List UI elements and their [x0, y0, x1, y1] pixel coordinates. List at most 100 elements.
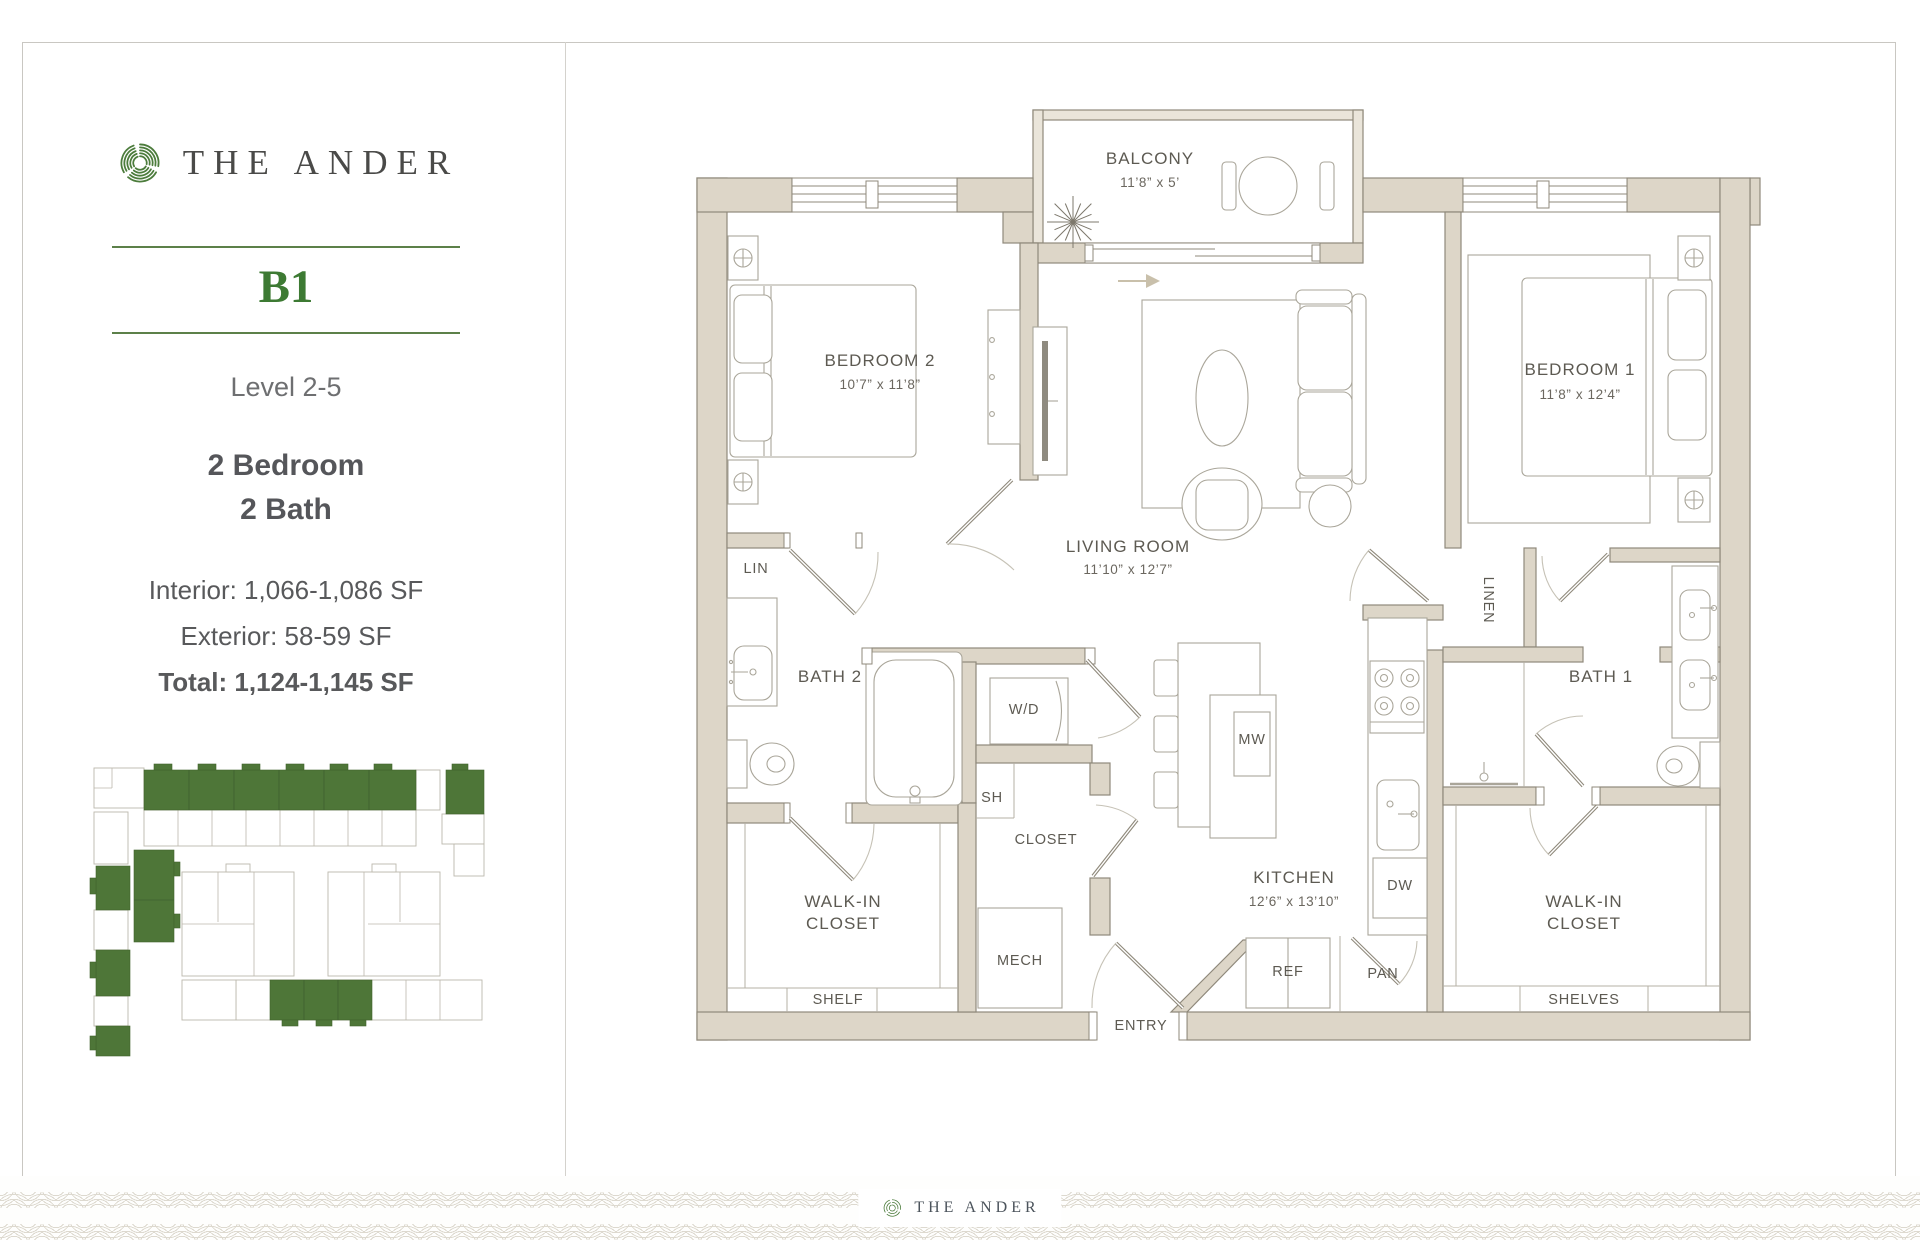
bedroom2-dims: 10’7” x 11’8”: [839, 377, 920, 392]
sidebar-divider: [565, 42, 566, 1176]
shelves-label: SHELVES: [1548, 992, 1619, 1008]
pan-label: PAN: [1367, 966, 1398, 982]
bedroom1-furniture: [1467, 235, 1713, 524]
living-room-furniture: [1032, 289, 1367, 541]
utility-column: [976, 677, 1069, 1009]
bedroom1-dims: 11’8” x 12’4”: [1539, 387, 1620, 402]
bed: [729, 284, 917, 458]
plan-code: B1: [258, 261, 314, 313]
brand-lockup: THE ANDER: [80, 136, 492, 190]
kitchen-fixtures: [1153, 617, 1428, 1012]
bath1-label: BATH 1: [1569, 667, 1633, 686]
divider-rule-top: [112, 246, 460, 248]
pillow: [733, 372, 773, 442]
level-range: Level 2-5: [230, 372, 342, 402]
bar-stool: [1153, 659, 1179, 697]
dw-label: DW: [1387, 878, 1413, 894]
living-room-dims: 11’10” x 12’7”: [1083, 562, 1172, 577]
ref-label: REF: [1272, 964, 1303, 980]
lin-label: LIN: [744, 561, 769, 577]
shelf-label: SHELF: [813, 992, 864, 1008]
site-map: [89, 763, 485, 1057]
mw-label: MW: [1238, 732, 1265, 748]
entry-label: ENTRY: [1115, 1018, 1168, 1034]
toilet-tank: [726, 739, 748, 789]
plant-icon: [1047, 196, 1099, 248]
side-table: [1308, 484, 1352, 528]
window-mullion: [865, 180, 879, 209]
pillow: [733, 294, 773, 364]
decorative-footer-band: THE ANDER: [0, 1176, 1920, 1240]
wic-left-label-2: CLOSET: [806, 914, 880, 933]
plan-info-sidebar: THE ANDER B1 Level 2-5 2 Bedroom 2 Bath …: [80, 0, 492, 1064]
toilet: [1656, 745, 1700, 787]
living-room-label: LIVING ROOM: [1066, 537, 1190, 556]
sofa-cushion: [1297, 391, 1353, 477]
balcony-dims: 11’8” x 5’: [1120, 175, 1180, 190]
bar-stool: [1153, 771, 1179, 809]
sh-label: SH: [981, 790, 1003, 806]
bedroom2-label: BEDROOM 2: [824, 351, 935, 370]
patio-chair: [1319, 161, 1335, 211]
wic-left-label-1: WALK-IN: [804, 892, 881, 911]
floor-plan: BALCONY 11’8” x 5’ BEDROOM 2 10’7” x 11’…: [696, 109, 1761, 1041]
patio-table: [1238, 156, 1298, 216]
direction-arrow-icon: [1118, 274, 1160, 288]
linen-label: LINEN: [1480, 577, 1496, 624]
wd-label: W/D: [1009, 702, 1040, 718]
doors: [783, 478, 1610, 1041]
balcony-furniture: [1047, 156, 1335, 248]
footer-brand-lockup: THE ANDER: [858, 1189, 1062, 1227]
kitchen-dims: 12’6” x 13’10”: [1249, 894, 1339, 909]
mech-unit: [977, 907, 1063, 1009]
coffee-table: [1195, 349, 1249, 447]
shower-head-icon: [1479, 772, 1489, 782]
tv-icon: [1042, 341, 1048, 461]
ander-logo-icon: [120, 143, 160, 183]
room-labels: BALCONY 11’8” x 5’ BEDROOM 2 10’7” x 11’…: [744, 149, 1635, 1034]
interior-sf: Interior: 1,066-1,086 SF: [148, 575, 424, 605]
sofa-arm: [1295, 289, 1353, 305]
pillow: [1667, 369, 1707, 441]
bedroom2-furniture: [727, 235, 1021, 505]
bath-count: 2 Bath: [240, 493, 332, 526]
brand-wordmark: THE ANDER: [182, 143, 460, 182]
balcony-sliding-door: [1084, 242, 1321, 264]
toilet-tank: [1699, 741, 1721, 789]
sink: [733, 645, 773, 701]
windows: [791, 177, 1628, 264]
site-map-highlighted-units: [89, 763, 485, 1057]
total-sf: Total: 1,124-1,145 SF: [158, 667, 414, 697]
washer-dryer: [989, 677, 1069, 745]
sofa-cushion: [1297, 305, 1353, 391]
pillow: [1667, 289, 1707, 361]
stove: [1369, 660, 1425, 734]
exterior-sf: Exterior: 58-59 SF: [180, 621, 392, 651]
balcony-walls: [1032, 109, 1364, 244]
bedroom1-label: BEDROOM 1: [1524, 360, 1635, 379]
dishwasher: [1372, 857, 1428, 919]
dresser: [987, 309, 1021, 445]
footer-brand-text: THE ANDER: [914, 1199, 1040, 1216]
bath2-label: BATH 2: [798, 667, 862, 686]
bathtub: [865, 651, 963, 806]
mech-label: MECH: [997, 953, 1043, 969]
microwave: [1233, 711, 1271, 777]
bedroom-count: 2 Bedroom: [207, 449, 365, 482]
kitchen-label: KITCHEN: [1253, 868, 1335, 887]
bed: [1521, 277, 1713, 477]
bar-stool: [1153, 715, 1179, 753]
sofa-back: [1351, 293, 1367, 485]
wic-right-label-2: CLOSET: [1547, 914, 1621, 933]
closet-label: CLOSET: [1015, 832, 1078, 848]
wic-right-label-1: WALK-IN: [1545, 892, 1622, 911]
bath2-fixtures: [726, 597, 963, 806]
closet-interiors: [727, 805, 1720, 1012]
kitchen-sink: [1376, 779, 1420, 851]
ander-logo-icon: [883, 1199, 901, 1217]
balcony-label: BALCONY: [1106, 149, 1194, 168]
divider-rule-bottom: [112, 332, 460, 334]
bath1-fixtures: [1450, 565, 1721, 789]
toilet: [749, 742, 795, 786]
patio-chair: [1221, 161, 1237, 211]
